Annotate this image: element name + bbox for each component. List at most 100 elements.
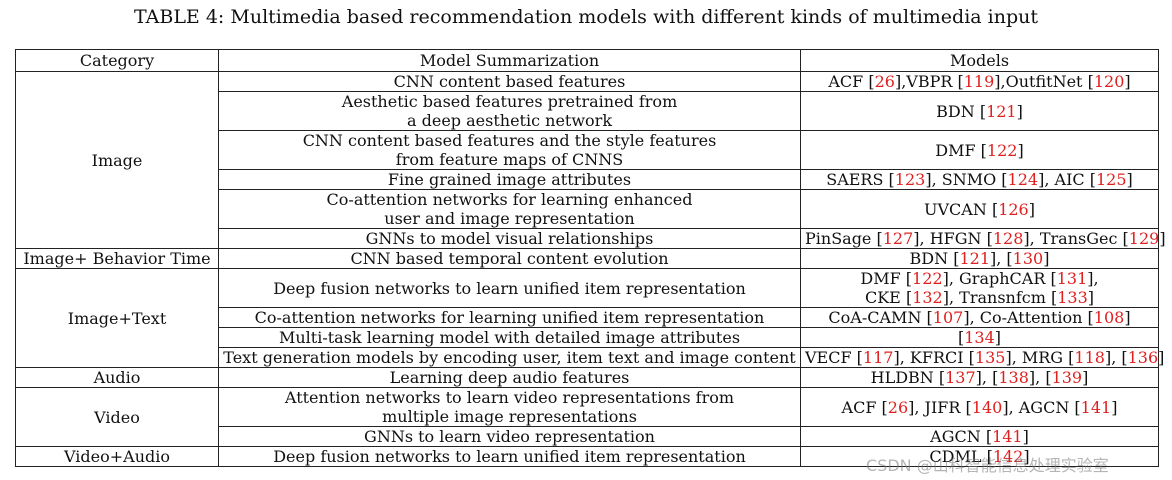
model-name: ACF <box>841 397 882 417</box>
citation-bracket: [ <box>957 72 964 91</box>
recommendation-models-table: Category Model Summarization Models Imag… <box>15 49 1166 467</box>
citation-bracket: [ <box>856 348 863 367</box>
citation-bracket: ] <box>913 229 920 248</box>
model-name: , Transnfcm <box>948 288 1051 307</box>
citation-ref: 141 <box>992 427 1023 446</box>
citation-bracket: [ <box>1074 397 1081 417</box>
summary-cell: Text generation models by encoding user,… <box>218 347 801 368</box>
table-row: Co-attention networks for learning unifi… <box>16 307 1159 328</box>
models-cell: CoA-CAMN [107], Co-Attention [108] <box>800 307 1159 328</box>
model-name: , Co-Attention <box>969 308 1088 327</box>
model-name: , <box>996 249 1007 268</box>
summary-line: GNNs to learn video representation <box>364 427 655 446</box>
model-name: , KFRCI <box>899 348 969 367</box>
citation-ref: 130 <box>1012 249 1044 268</box>
model-name: , TransGec <box>1029 229 1123 248</box>
table-row: Co-attention networks for learning enhan… <box>16 189 1159 229</box>
models-cell: ACF [26],VBPR [119],OutfitNet [120] <box>800 71 1159 92</box>
models-cell: ACF [26], JIFR [140], AGCN [141] <box>800 387 1159 427</box>
citation-ref: 26 <box>887 397 909 417</box>
header-summary: Model Summarization <box>218 49 801 72</box>
citation-bracket: [ <box>1121 348 1128 367</box>
citation-ref: 26 <box>874 72 895 91</box>
model-name: , SNMO <box>931 170 1002 189</box>
model-name: , <box>1093 269 1099 288</box>
citation-bracket: ] <box>1124 72 1131 91</box>
model-name: ,OutfitNet <box>1000 72 1088 91</box>
citation-bracket: [ <box>1122 229 1129 248</box>
summary-line: from feature maps of CNNS <box>395 150 624 169</box>
header-row: Category Model Summarization Models <box>15 49 1159 72</box>
summary-line: multiple image representations <box>382 407 637 426</box>
citation-bracket: ] <box>1087 269 1094 288</box>
citation-bracket: [ <box>926 308 933 327</box>
citation-ref: 139 <box>1051 368 1083 387</box>
citation-ref: 125 <box>1095 170 1127 189</box>
summary-cell: GNNs to model visual relationships <box>218 228 801 249</box>
citation-bracket: [ <box>881 397 888 417</box>
category-cell: Video+Audio <box>15 446 219 467</box>
citation-bracket: [ <box>985 427 993 446</box>
citation-bracket: ] <box>894 72 902 91</box>
citation-bracket: ] <box>1023 229 1030 248</box>
summary-line: Deep fusion networks to learn unified it… <box>273 447 746 466</box>
citation-ref: 132 <box>912 288 943 307</box>
model-name: ACF <box>828 72 869 91</box>
summary-line: Multi-task learning model with detailed … <box>278 328 741 347</box>
citation-ref: 134 <box>964 328 995 347</box>
summary-line: GNNs to model visual relationships <box>365 229 654 248</box>
citation-bracket: [ <box>957 328 965 347</box>
citation-ref: 137 <box>945 368 976 387</box>
models-cell: [134] <box>800 327 1159 348</box>
citation-bracket: [ <box>1045 368 1052 387</box>
watermark: CSDN @山科智能信息处理实验室 <box>866 456 1109 475</box>
citation-ref: 123 <box>894 170 926 189</box>
citation-ref: 140 <box>971 397 1003 417</box>
citation-ref: 120 <box>1093 72 1125 91</box>
citation-bracket: ] <box>1028 199 1035 219</box>
citation-bracket: [ <box>888 170 895 189</box>
citation-bracket: ] <box>990 249 997 268</box>
citation-bracket: ] <box>908 397 915 417</box>
citation-bracket: ] <box>1126 170 1133 189</box>
model-name: SAERS <box>826 170 889 189</box>
citation-bracket: [ <box>1089 170 1096 189</box>
model-name: , MRG <box>1011 348 1069 367</box>
models-cell: SAERS [123], SNMO [124], AIC [125] <box>800 169 1159 190</box>
summary-cell: Attention networks to learn video repres… <box>218 387 801 427</box>
summary-line: Co-attention networks for learning enhan… <box>326 190 693 209</box>
model-name: DMF <box>935 140 981 160</box>
summary-cell: CNN based temporal content evolution <box>218 248 801 269</box>
citation-ref: 142 <box>992 447 1024 466</box>
models-cell: DMF [122] <box>800 130 1159 170</box>
table-row: Video+Audio Deep fusion networks to learn… <box>15 446 1159 467</box>
summary-cell: Deep fusion networks to learn unified it… <box>218 268 801 308</box>
model-name: CDML <box>929 447 987 466</box>
citation-ref: 119 <box>963 72 995 91</box>
summary-line: Fine grained image attributes <box>387 170 632 189</box>
summary-line: Deep fusion networks to learn unified it… <box>273 278 746 298</box>
model-name: CoA-CAMN <box>828 308 927 327</box>
citation-ref: 126 <box>998 199 1029 219</box>
citation-bracket: ] <box>1158 348 1165 367</box>
citation-bracket: ] <box>1022 427 1029 446</box>
model-name: , HFGN <box>919 229 987 248</box>
citation-bracket: ] <box>1124 308 1131 327</box>
table-row: GNNs to learn video representation AGCN [… <box>16 426 1159 447</box>
citation-ref: 121 <box>959 249 990 268</box>
model-name: , GraphCAR <box>948 269 1051 288</box>
citation-bracket: ] <box>1043 249 1050 268</box>
citation-bracket: [ <box>980 140 987 160</box>
citation-ref: 124 <box>1007 170 1039 189</box>
model-name: AGCN <box>930 427 986 446</box>
model-name: , AIC <box>1044 170 1090 189</box>
category-cell: Audio <box>15 367 219 388</box>
citation-bracket: ] <box>1017 140 1024 160</box>
summary-line: CNN content based features <box>393 72 626 91</box>
citation-bracket: ] <box>1104 348 1112 367</box>
citation-ref: 135 <box>974 348 1006 367</box>
summary-line: Co-attention networks for learning unifi… <box>254 308 765 327</box>
